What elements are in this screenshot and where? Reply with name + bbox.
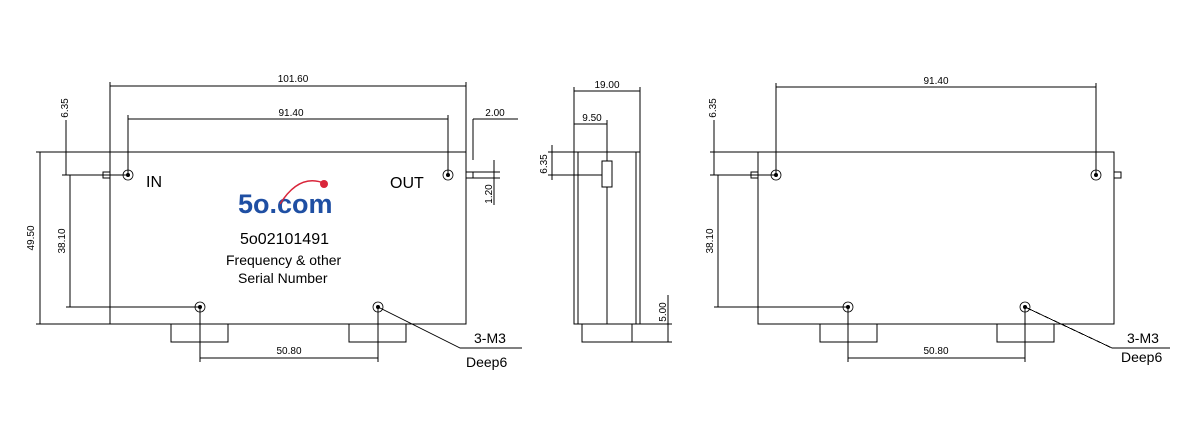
back-callout-holes: 3-M3 [1127,330,1159,346]
dim-hole-vertical: 38.10 [57,228,68,253]
model-number: 5o02101491 [240,231,329,248]
dim-back-hole-spacing: 91.40 [923,76,948,87]
side-connector [601,160,613,188]
front-view: 101.60 91.40 2.00 6.35 49.50 38.10 1.20 [26,74,522,370]
dim-hole-spacing: 91.40 [278,108,303,119]
back-view: 91.40 6.35 38.10 50.80 3-M3 Deep6 [705,76,1170,365]
svg-text:5o.com: 5o.com [238,189,333,219]
back-connector-right [1113,171,1122,179]
brand-logo: 5o.com [238,180,333,219]
dim-side-connector-pos: 9.50 [582,113,602,124]
side-foot [581,323,633,343]
dim-back-bottom-hole-spacing: 50.80 [923,346,948,357]
out-connector-pin [465,171,474,179]
dim-back-top-offset: 6.35 [708,98,719,118]
dim-back-hole-vertical: 38.10 [705,228,716,253]
caption-line-2: Serial Number [238,270,328,286]
side-view: 19.00 9.50 6.35 5.00 [539,80,672,343]
caption-line-1: Frequency & other [226,252,342,268]
dim-side-top-offset: 6.35 [539,154,550,174]
dim-overall-width: 101.60 [278,74,309,85]
dim-pin-diameter: 1.20 [484,184,495,204]
callout-holes: 3-M3 [474,330,506,346]
port-out-label: OUT [390,175,424,192]
dim-side-depth: 19.00 [594,80,619,91]
callout-depth: Deep6 [466,354,507,370]
back-callout-depth: Deep6 [1121,349,1162,365]
dim-top-offset: 6.35 [60,98,71,118]
port-in-label: IN [146,174,162,191]
dim-height: 49.50 [26,225,37,250]
dim-foot-height: 5.00 [658,302,669,322]
dim-bottom-hole-spacing: 50.80 [276,346,301,357]
back-body-outline [757,151,1115,325]
dim-connector-length: 2.00 [485,108,505,119]
front-body-outline [109,151,467,325]
